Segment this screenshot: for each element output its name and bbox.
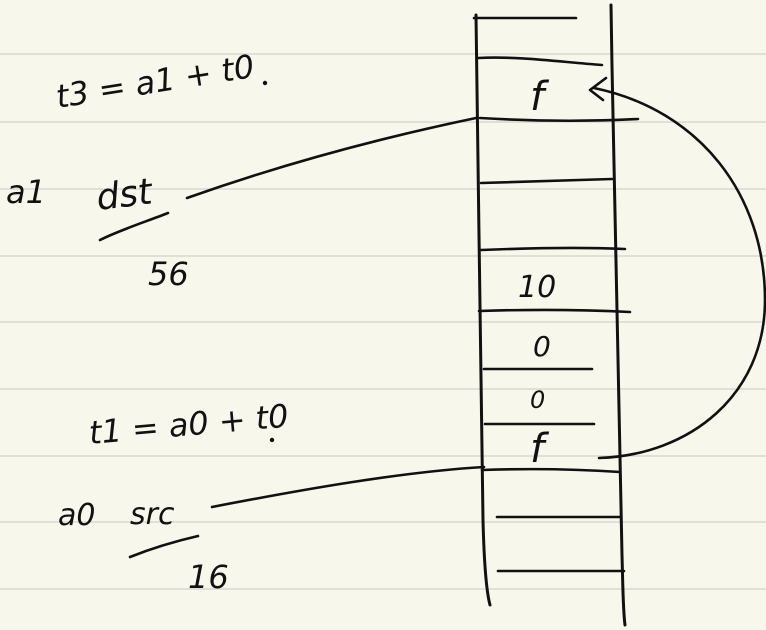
src-calc-dot-icon	[269, 437, 275, 443]
dst-pointer-line	[185, 116, 478, 200]
stack-cell-value-10: 10	[518, 270, 556, 305]
src-register-label: a0	[58, 498, 95, 533]
stack-dividers	[472, 16, 640, 573]
dst-calc-text: t3 = a1 + t0	[53, 47, 257, 116]
dst-underline	[98, 211, 170, 242]
stack-cell-src-value: f	[530, 426, 550, 472]
stack-values: f 10 0 0 f	[518, 74, 556, 472]
stack-cell-value-0a: 0	[533, 330, 551, 363]
ruled-lines	[0, 53, 766, 590]
stack-column	[474, 3, 627, 627]
src-calc-text: t1 = a0 + t0	[87, 397, 290, 452]
dst-calc-dot-icon	[262, 80, 268, 86]
src-offset-label: 16	[188, 558, 229, 596]
dst-register-label: a1	[6, 173, 46, 211]
stack-cell-dst-value: f	[530, 74, 550, 120]
src-underline	[128, 534, 200, 559]
src-pointer-line	[210, 465, 486, 509]
stack-right-wall	[609, 3, 627, 627]
copy-arrow	[592, 86, 766, 460]
dst-offset-label: 56	[148, 255, 189, 293]
dst-label: dst	[94, 171, 156, 219]
stack-cell-value-0b: 0	[530, 386, 545, 414]
stack-left-wall	[474, 13, 492, 607]
src-label: src	[130, 497, 175, 532]
copy-arrow-head-icon	[588, 76, 608, 102]
